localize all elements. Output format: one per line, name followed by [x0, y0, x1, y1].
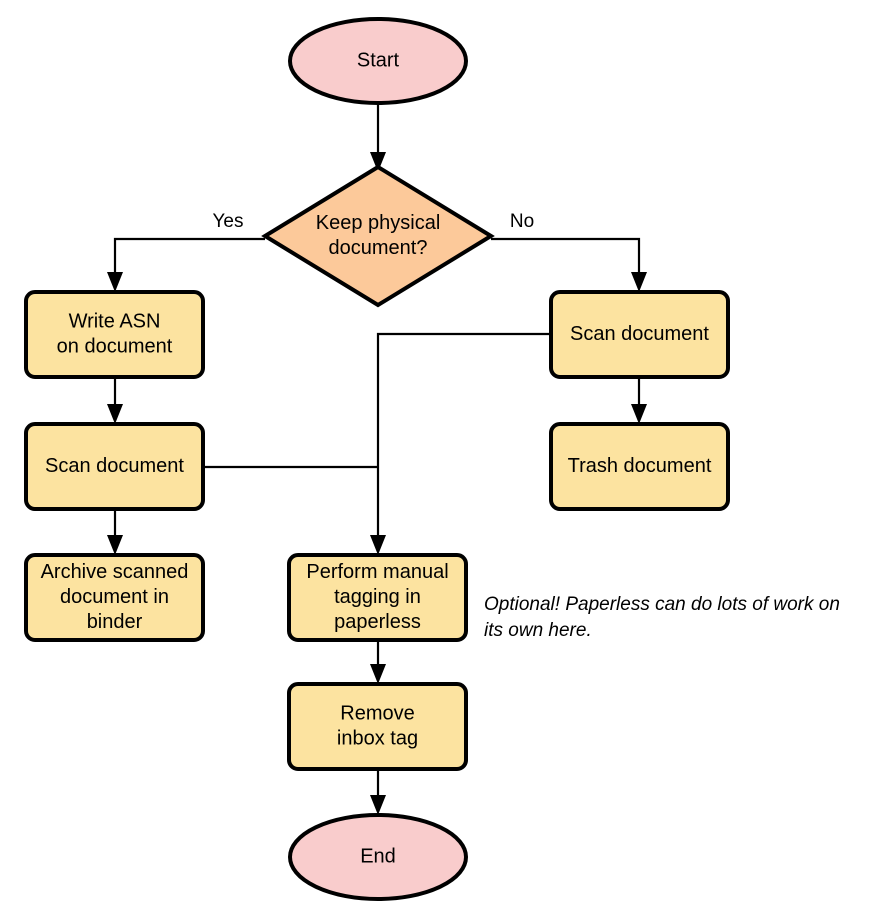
process-shape: [24, 290, 205, 379]
node-start[interactable]: Start: [288, 17, 468, 105]
node-scan-document-left[interactable]: Scan document: [24, 422, 205, 511]
arrowhead-icon: [370, 795, 386, 815]
edge-scan-right-to-trash: [631, 377, 647, 424]
terminator-shape: [288, 17, 468, 105]
node-label: Archive scanned: [41, 561, 189, 583]
node-trash-document[interactable]: Trash document: [549, 422, 730, 511]
node-label: paperless: [334, 611, 421, 633]
node-label: on document: [57, 335, 173, 357]
node-label: Keep physical: [316, 212, 441, 234]
process-shape: [24, 553, 205, 642]
node-label: Trash document: [568, 455, 712, 477]
node-label: Remove: [340, 702, 414, 724]
edge-write-asn-to-scan-left: [107, 377, 123, 424]
arrowhead-icon: [631, 272, 647, 292]
node-label: inbox tag: [337, 727, 418, 749]
process-shape: [287, 682, 468, 771]
node-label: tagging in: [334, 586, 421, 608]
edge-line: [113, 237, 265, 280]
process-shape: [549, 422, 730, 511]
edge-label-no: No: [510, 211, 534, 232]
arrowhead-icon: [107, 535, 123, 555]
annotation-line: its own here.: [484, 620, 592, 641]
process-shape: [287, 553, 468, 642]
terminator-shape: [288, 813, 468, 901]
node-remove-inbox-tag[interactable]: Remove inbox tag: [287, 682, 468, 771]
edge-remove-inbox-to-end: [370, 769, 386, 815]
node-label: document in: [60, 586, 169, 608]
node-manual-tagging[interactable]: Perform manual tagging in paperless: [287, 553, 468, 642]
edge-decision-to-write-asn: Yes: [107, 211, 265, 292]
node-scan-document-right[interactable]: Scan document: [549, 290, 730, 379]
annotation-line: Optional! Paperless can do lots of work …: [484, 594, 840, 615]
arrowhead-icon: [107, 404, 123, 424]
arrowhead-icon: [370, 535, 386, 555]
node-keep-physical[interactable]: Keep physical document?: [261, 164, 495, 308]
process-shape: [549, 290, 730, 379]
edge-manual-tagging-to-remove-inbox: [370, 640, 386, 684]
edge-label-yes: Yes: [213, 211, 244, 232]
node-label: End: [360, 845, 396, 867]
arrowhead-icon: [631, 404, 647, 424]
arrowhead-icon: [370, 664, 386, 684]
arrowhead-icon: [370, 152, 386, 172]
node-label: binder: [87, 611, 143, 633]
edge-line: [376, 332, 551, 543]
node-label: document?: [329, 237, 428, 259]
node-label: Start: [357, 49, 400, 71]
edge-start-to-decision: [370, 103, 386, 172]
edge-decision-to-scan-right: No: [491, 211, 647, 292]
edge-line: [491, 237, 641, 280]
node-label: Scan document: [45, 455, 184, 477]
annotation-optional-note: Optional! Paperless can do lots of work …: [484, 594, 840, 641]
node-end[interactable]: End: [288, 813, 468, 901]
node-write-asn[interactable]: Write ASN on document: [24, 290, 205, 379]
arrowhead-icon: [107, 272, 123, 292]
decision-shape: [261, 164, 495, 308]
edges-layer: Yes No: [107, 103, 647, 815]
annotations-layer: Optional! Paperless can do lots of work …: [484, 594, 840, 641]
node-label: Scan document: [570, 323, 709, 345]
edge-scan-left-to-archive: [107, 509, 123, 555]
node-archive-binder[interactable]: Archive scanned document in binder: [24, 553, 205, 642]
node-label: Perform manual: [306, 561, 448, 583]
edge-scan-right-to-manual-tagging: [370, 332, 551, 555]
node-label: Write ASN: [69, 310, 161, 332]
process-shape: [24, 422, 205, 511]
